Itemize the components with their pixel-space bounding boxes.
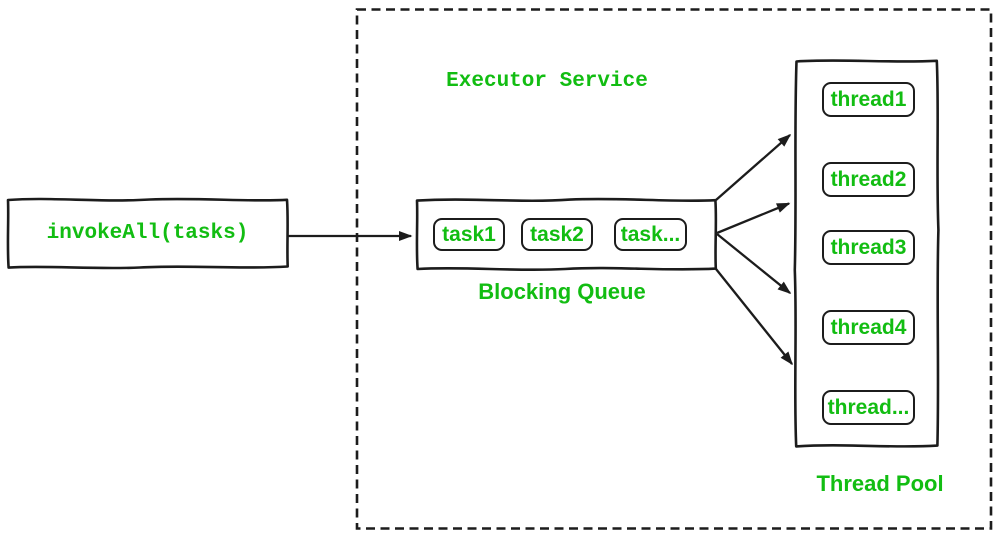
executor-service-dashed-border [355,8,993,530]
arrow-queue-to-pool-4 [715,268,793,366]
arrow-queue-to-pool-2 [716,202,791,235]
thread-pool-caption: Thread Pool [816,471,944,496]
blocking-queue-caption: Blocking Queue [478,279,646,304]
thread-box-3: thread3 [822,230,915,265]
arrow-queue-to-pool-1 [715,134,792,201]
thread-box-4: thread4 [822,310,915,345]
invoke-box-outline [6,197,289,270]
thread-box-2: thread2 [822,162,915,197]
thread-box-etc: thread... [822,390,915,425]
task-box-1: task1 [433,218,505,251]
executor-service-title: Executor Service [446,69,648,93]
task-box-2: task2 [521,218,593,251]
invoke-box-label: invokeAll(tasks) [46,221,249,245]
task-box-etc: task... [614,218,687,251]
thread-box-1: thread1 [822,82,915,117]
arrow-queue-to-pool-3 [716,233,792,294]
